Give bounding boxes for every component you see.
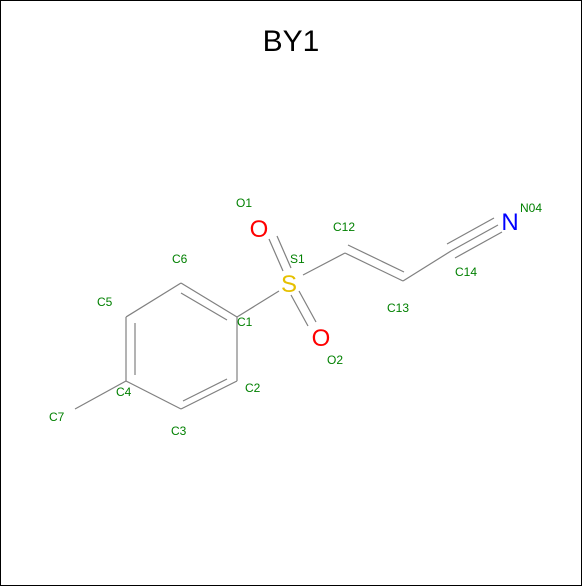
atom-label-c4: C4 [116,385,132,399]
molecule-title: BY1 [262,25,320,58]
bond-c5-c6 [125,282,182,318]
bond-c12-c13-second [347,244,405,273]
bond-c14-n04-third [454,231,503,259]
bond-s1-o1 [268,238,284,272]
atom-label-s1: S1 [290,252,305,266]
atom-label-c13: C13 [387,301,409,315]
bond-c14-n04 [450,224,499,252]
bond-c4-c7 [74,380,127,410]
atom-symbol-s1: S [281,271,297,298]
bond-c1-s1 [236,290,280,318]
atom-label-n04: N04 [520,201,542,215]
bond-s1-o1-second [276,235,292,269]
atom-label-c14: C14 [455,265,477,279]
bond-c3-c4 [125,380,182,410]
atom-label-c6: C6 [172,252,188,266]
bond-c2-c3 [180,380,238,410]
atom-label-c1: C1 [237,315,253,329]
atom-symbol-o1: O [250,216,269,243]
bond-s1-o2-second [298,290,317,323]
bond-s1-c12 [302,252,346,276]
bond-c13-c14 [402,250,452,282]
atom-label-c7: C7 [49,410,65,424]
atom-label-c5: C5 [97,295,113,309]
benzene-ring [125,282,238,410]
atom-label-o1: O1 [236,196,252,210]
bond-c12-c13 [344,252,404,282]
atom-label-c3: C3 [171,424,187,438]
bond-c6-c1 [180,282,238,318]
bond-c2-c3-inner [182,378,228,402]
atom-label-c12: C12 [333,220,355,234]
atom-label-o2: O2 [327,353,343,367]
atom-symbol-o2: O [312,325,331,352]
atom-symbol-n04: N [501,209,518,236]
bond-s1-o2 [290,294,309,327]
atom-label-c2: C2 [245,381,261,395]
bond-c14-n04-second [446,217,495,245]
bond-c6-c1-inner [180,292,228,321]
